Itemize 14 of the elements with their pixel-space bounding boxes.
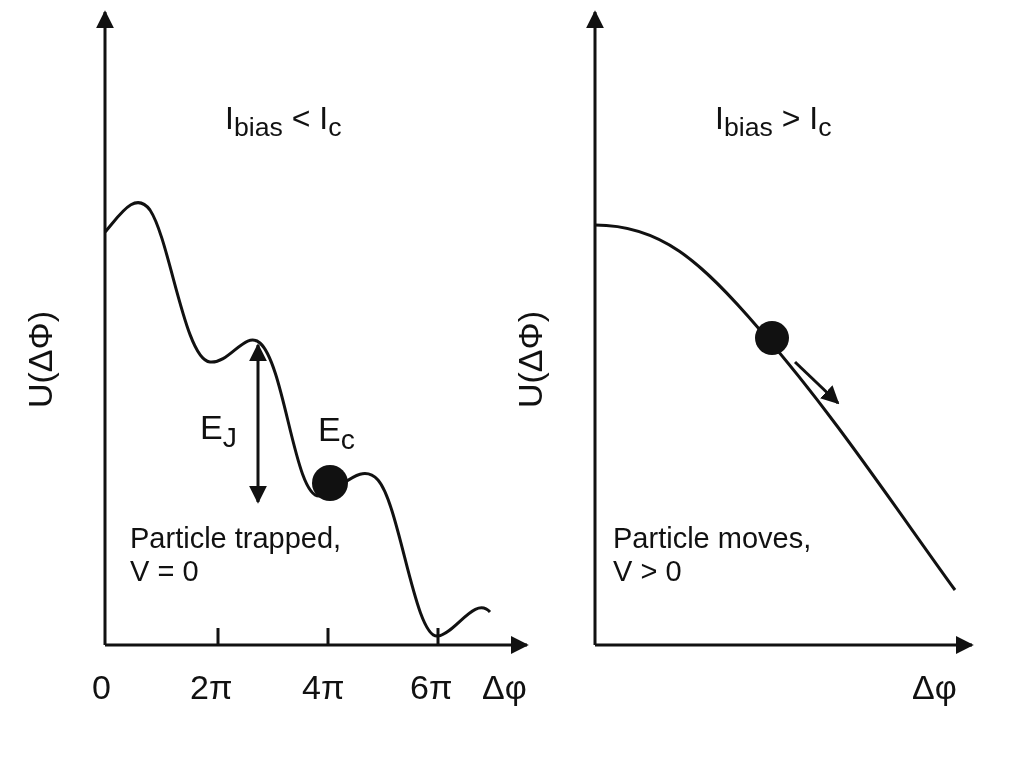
annotation-text: Particle moves, V > 0 (613, 522, 813, 589)
condition-label: I$_{bias}$ < I$_{c}$ (225, 100, 342, 144)
annotation-text: Particle trapped, V = 0 (130, 522, 343, 589)
tick-label: 4π (302, 668, 345, 708)
axis-label: U(ΔΦ) (511, 311, 550, 409)
tick-label: 2π (190, 668, 233, 708)
tick-label: 0 (92, 668, 111, 708)
axis-label: Δφ (482, 668, 527, 708)
axis-label: U(ΔΦ) (21, 311, 60, 409)
condition-label: I$_{bias}$ > I$_{c}$ (715, 100, 832, 144)
axis-label: Δφ (912, 668, 957, 708)
tick-label: 6π (410, 668, 453, 708)
energy-label: E$_{J}$ (200, 408, 237, 454)
energy-label: E$_{c}$ (318, 410, 355, 456)
